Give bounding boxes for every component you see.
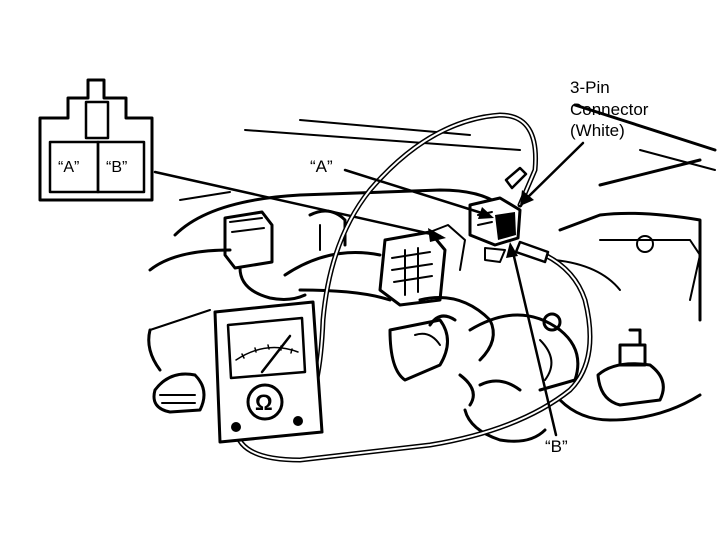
- label-terminal-b: “B”: [545, 437, 568, 456]
- callout-arrowhead: [520, 190, 534, 206]
- label-a-leader-line: [343, 168, 490, 217]
- meter-negative-terminal: [231, 422, 241, 432]
- meter-positive-terminal: [293, 416, 303, 426]
- inset-leader-arrowhead: [428, 228, 446, 242]
- label-b-leader-line: [510, 246, 558, 437]
- label-a-arrowhead: [478, 207, 494, 219]
- label-b-arrowhead: [506, 242, 518, 258]
- callout-line-1: 3-Pin: [570, 78, 610, 97]
- callout-line-2: Connector: [570, 100, 649, 119]
- callout-leader-line: [523, 141, 585, 202]
- inset-pin-a-label: “A”: [58, 159, 79, 176]
- test-leads: [233, 112, 593, 463]
- label-b-group: “B”: [506, 242, 568, 456]
- ohm-symbol-circle: [246, 383, 284, 421]
- label-terminal-a: “A”: [310, 157, 333, 176]
- connector-callout: 3-Pin Connector (White): [520, 78, 649, 206]
- meter-needle: [260, 334, 292, 374]
- inset-leader-line: [153, 170, 442, 238]
- callout-line-3: (White): [570, 121, 625, 140]
- ohmmeter: Ω: [213, 300, 324, 444]
- ohm-symbol: Ω: [255, 390, 273, 415]
- label-a-group: “A”: [310, 157, 494, 219]
- inset-pin-b-label: “B”: [106, 159, 127, 176]
- engine-bay-background: [147, 103, 717, 443]
- connector-face-inset: “A” “B”: [38, 78, 154, 202]
